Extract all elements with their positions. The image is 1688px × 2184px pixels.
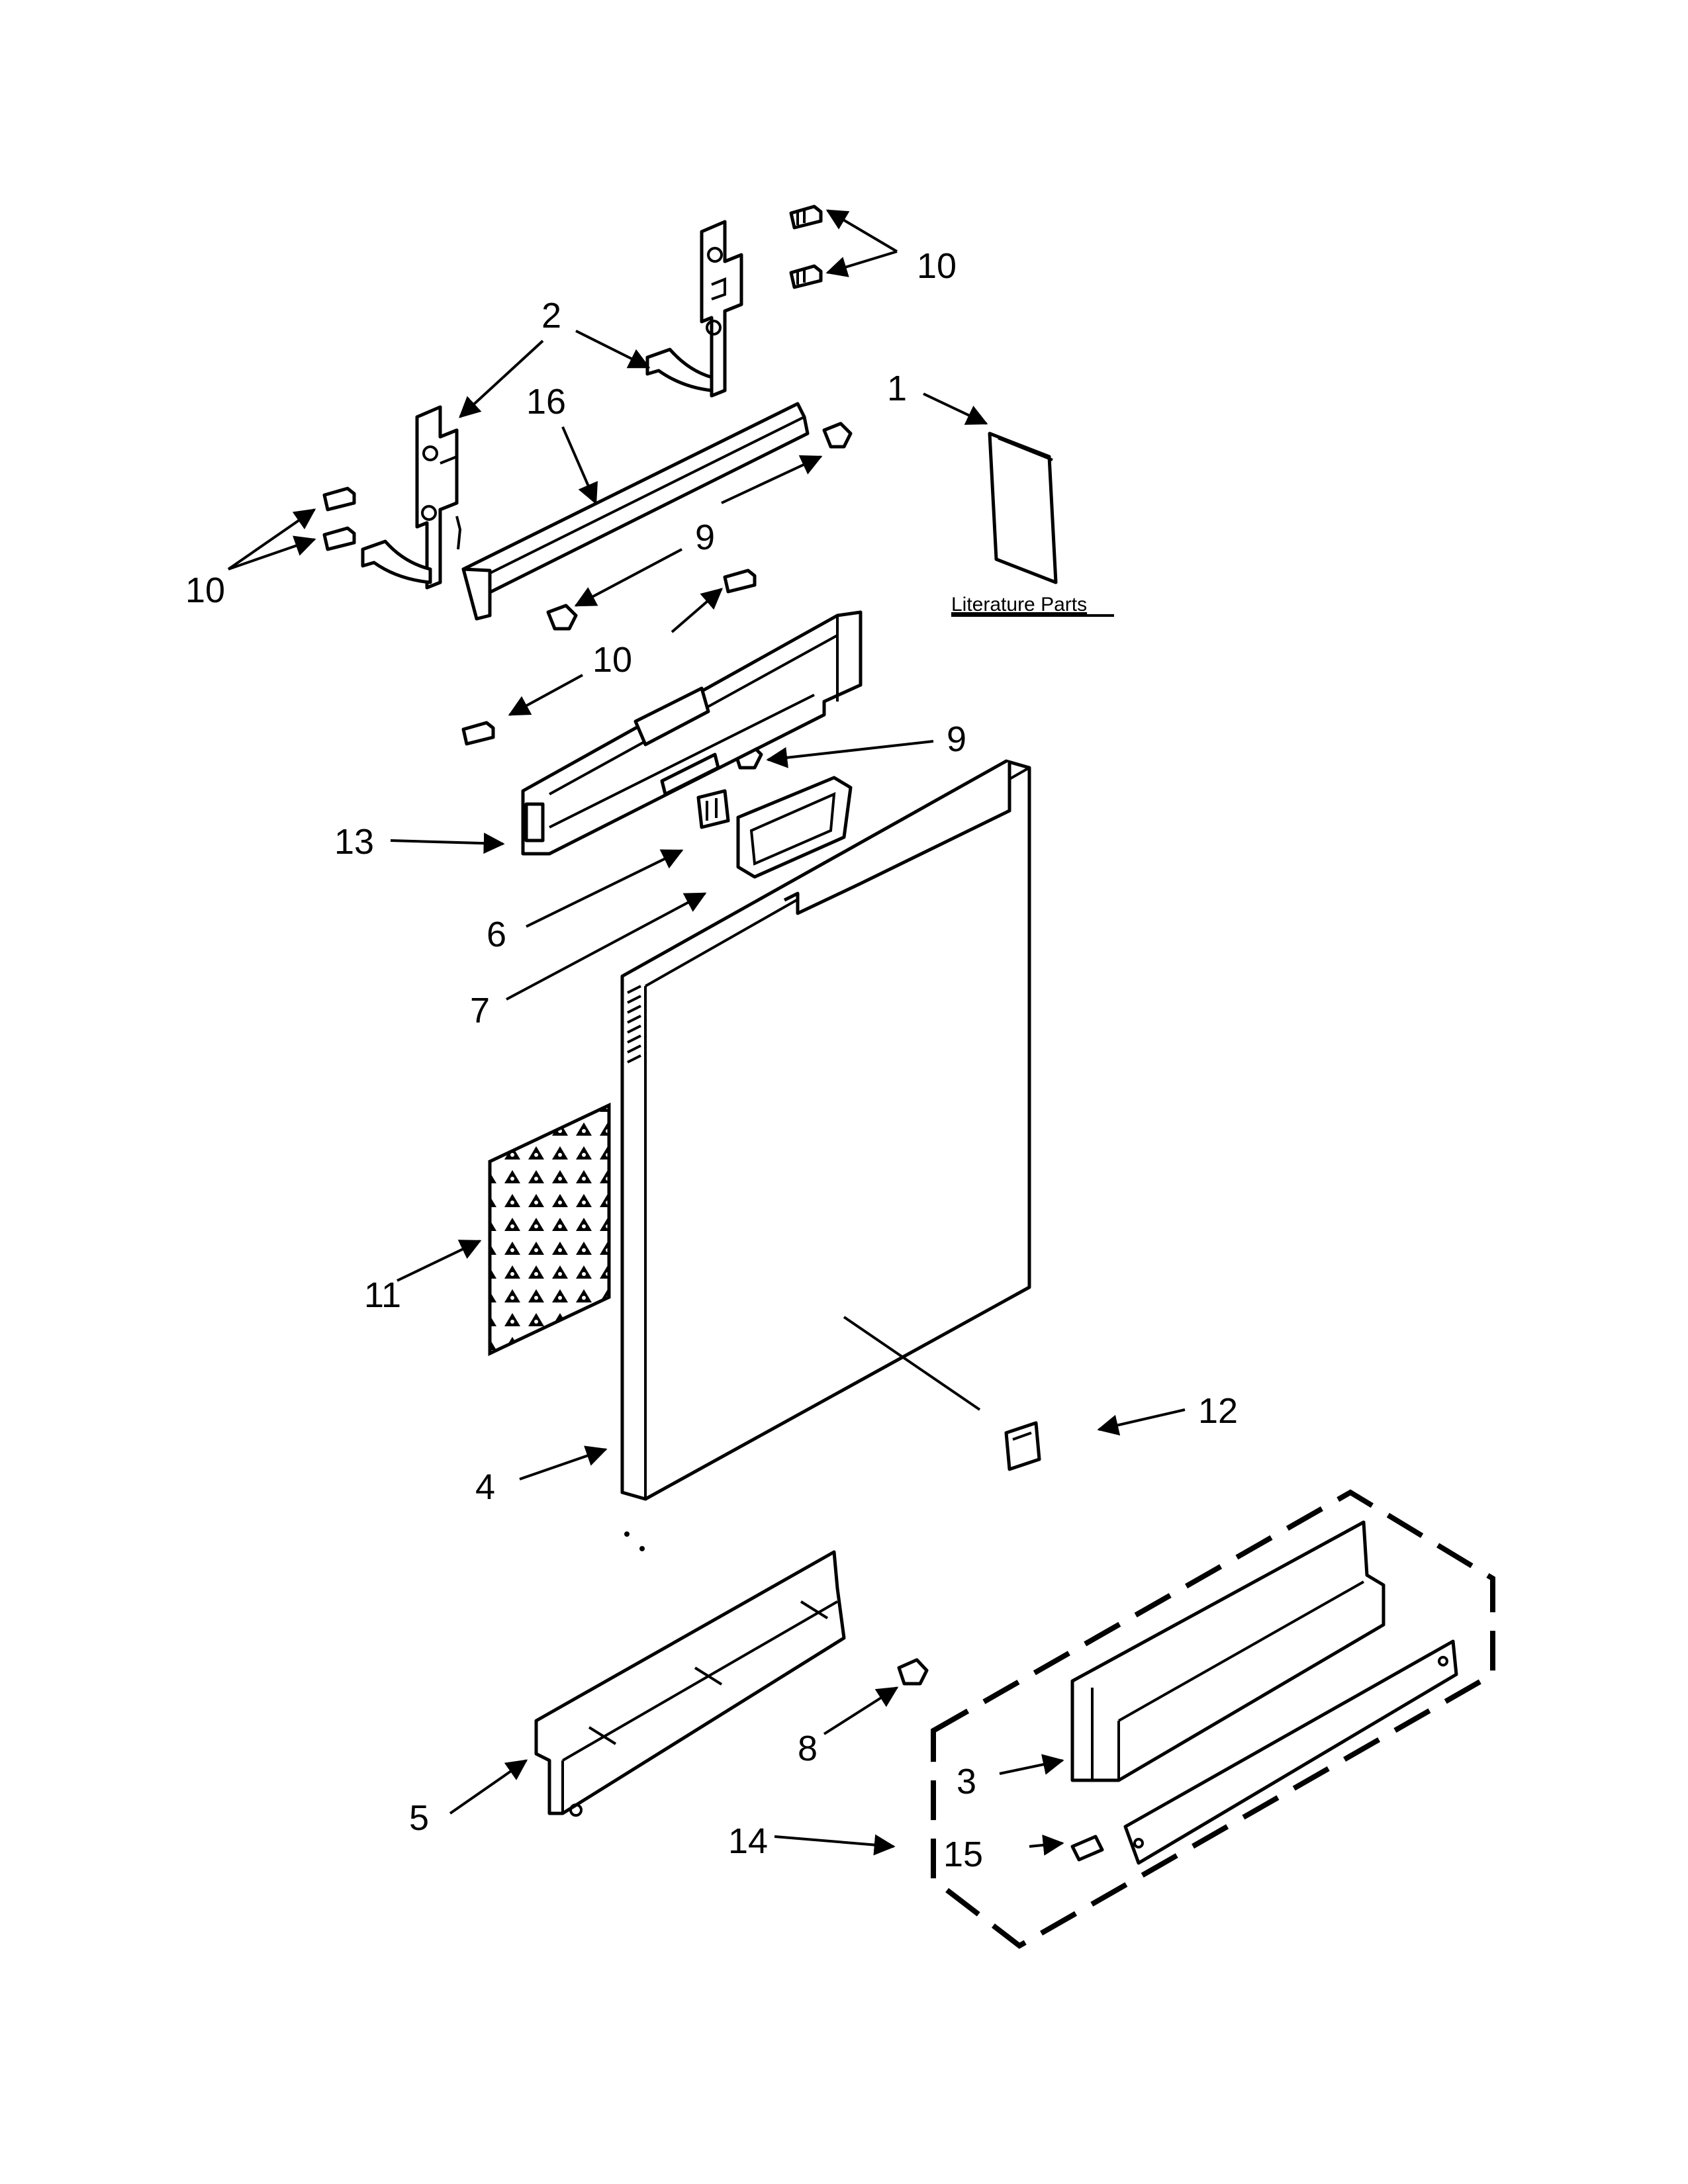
kit-boundary <box>931 1489 1495 1949</box>
screw-left-2 <box>322 526 356 551</box>
literature-booklet <box>988 432 1058 584</box>
callout-4: 4 <box>475 1467 495 1507</box>
side-trim <box>1070 1520 1458 1865</box>
toe-kick-panel <box>534 1550 846 1817</box>
literature-parts-label: Literature Parts <box>951 594 1087 615</box>
callout-16: 16 <box>526 382 566 422</box>
screw-console-top <box>723 569 757 594</box>
callout-15: 15 <box>943 1835 983 1874</box>
callout-10a: 10 <box>917 246 957 286</box>
screw-left-1 <box>322 486 356 512</box>
door-handle <box>736 776 853 879</box>
callout-6: 6 <box>487 915 506 954</box>
mounting-bracket-right <box>645 220 743 398</box>
callout-3: 3 <box>957 1762 976 1801</box>
callout-9a: 9 <box>695 518 715 557</box>
callout-13: 13 <box>334 822 374 862</box>
screws <box>322 205 929 1686</box>
callout-2: 2 <box>541 296 561 336</box>
screw-rail-right <box>822 422 853 449</box>
callout-10b: 10 <box>185 570 225 610</box>
screw-console-left <box>461 721 495 746</box>
callout-labels: 1 2 3 4 5 6 7 8 9 9 10 10 10 11 12 13 14… <box>185 246 1238 1874</box>
callout-7: 7 <box>470 991 490 1030</box>
control-console <box>521 610 863 856</box>
screw-top-2 <box>789 264 823 289</box>
screw-top-1 <box>789 205 823 230</box>
model-badge <box>1004 1421 1041 1471</box>
trim-clip <box>1070 1835 1104 1862</box>
door-latch <box>696 789 730 829</box>
insulation-pad <box>488 1103 611 1356</box>
mounting-bracket-left <box>361 405 462 590</box>
screw-toekick <box>897 1658 929 1686</box>
callout-1: 1 <box>887 369 907 408</box>
door-panel <box>620 759 1031 1501</box>
door-vent-slots <box>627 985 641 1064</box>
callout-10c: 10 <box>592 640 632 680</box>
callout-11: 11 <box>364 1275 401 1315</box>
support-rail <box>461 402 810 621</box>
callout-14: 14 <box>728 1821 768 1861</box>
screw-rail-left <box>546 604 578 631</box>
leader-lines <box>227 209 1186 1856</box>
callout-9b: 9 <box>947 719 966 759</box>
callout-8: 8 <box>798 1729 818 1768</box>
callout-5: 5 <box>409 1798 429 1838</box>
callout-12: 12 <box>1198 1391 1238 1431</box>
